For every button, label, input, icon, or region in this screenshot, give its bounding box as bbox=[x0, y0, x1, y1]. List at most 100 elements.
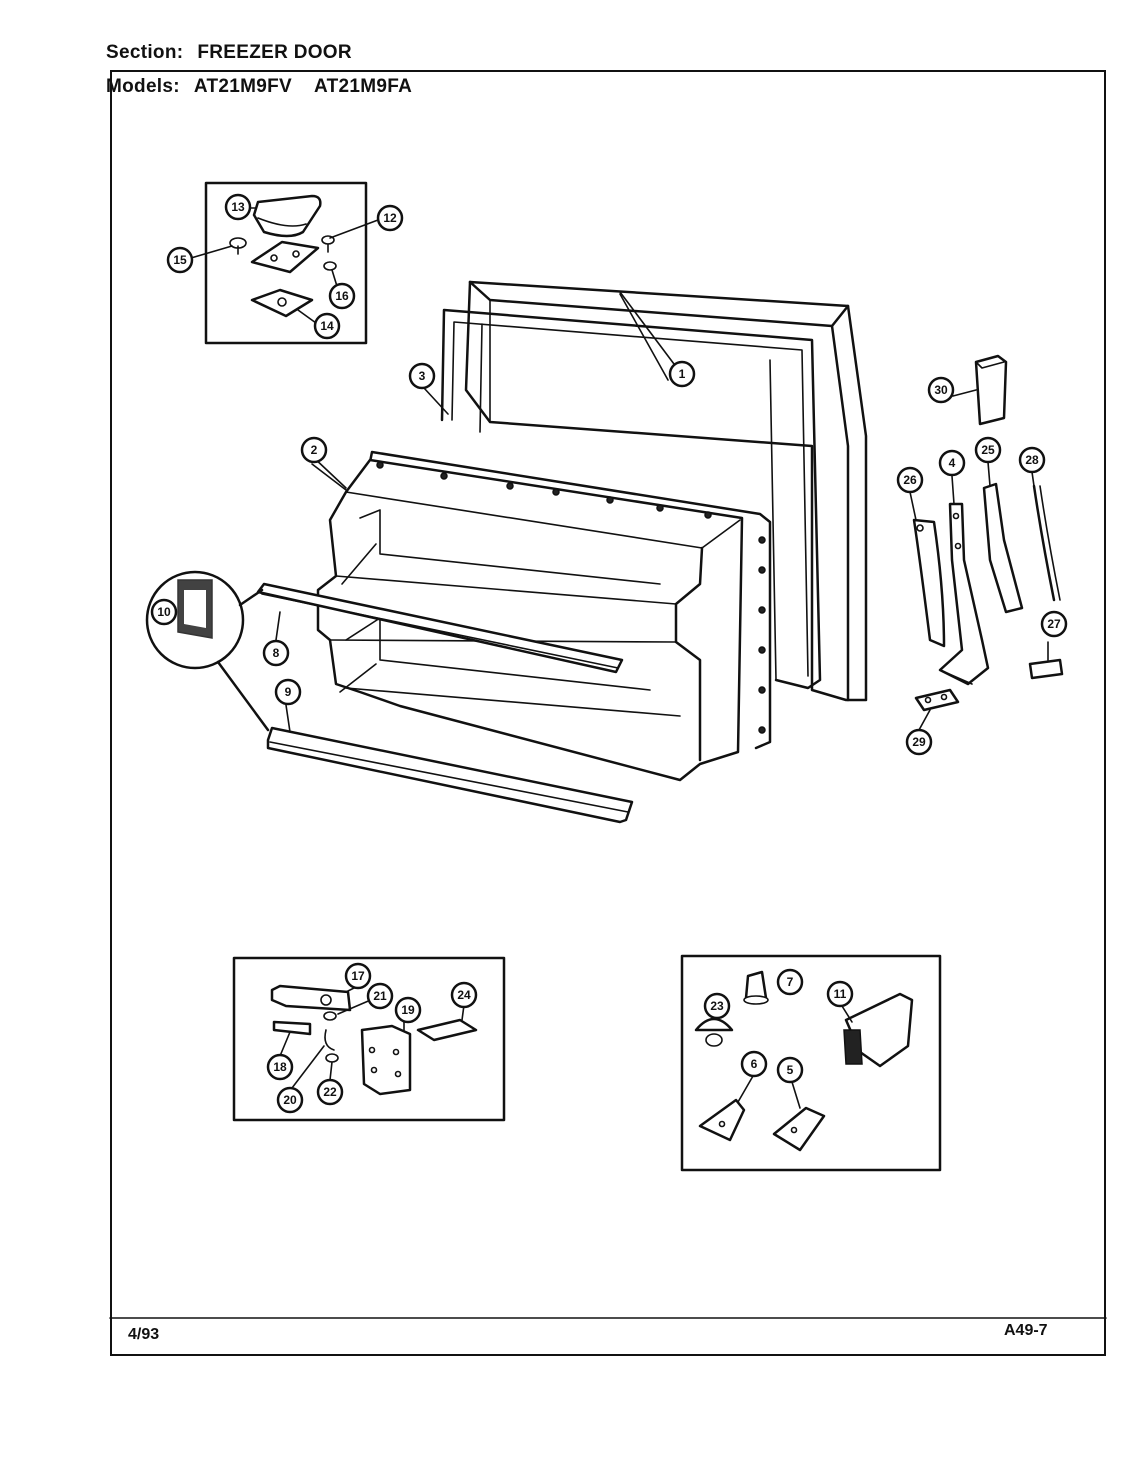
plug-part-7 bbox=[743, 970, 769, 1005]
callout-13: 13 bbox=[224, 193, 252, 221]
hinge-part-17 bbox=[270, 984, 352, 1012]
handle-trim-part-26 bbox=[912, 518, 946, 648]
callout-10: 10 bbox=[150, 598, 178, 626]
svg-text:10: 10 bbox=[157, 605, 171, 619]
screw-part-15 bbox=[229, 237, 247, 255]
hinge-shim-part-29 bbox=[914, 688, 960, 712]
callout-9: 9 bbox=[274, 678, 302, 706]
callout-24: 24 bbox=[450, 981, 478, 1009]
handle-insert-part-25 bbox=[982, 482, 1024, 614]
hinge-shim-part-18 bbox=[272, 1020, 312, 1036]
callout-7: 7 bbox=[776, 968, 804, 996]
outer-door-panel-part-1 bbox=[464, 280, 868, 702]
svg-text:20: 20 bbox=[283, 1093, 297, 1107]
models-heading: Models: AT21M9FV AT21M9FA bbox=[106, 76, 412, 98]
hinge-cover-part-13 bbox=[252, 194, 322, 238]
callout-23: 23 bbox=[703, 992, 731, 1020]
door-shelf-rail-part-9 bbox=[266, 726, 634, 824]
hinge-plate-lower-part-14 bbox=[250, 288, 314, 318]
callout-3: 3 bbox=[408, 362, 436, 390]
section-heading: Section: FREEZER DOOR bbox=[106, 42, 352, 64]
callout-1: 1 bbox=[668, 360, 696, 388]
callout-11: 11 bbox=[826, 980, 854, 1008]
footer-page-code: A49-7 bbox=[1004, 1322, 1048, 1339]
svg-text:5: 5 bbox=[787, 1063, 794, 1077]
hinge-plate-upper bbox=[250, 240, 320, 274]
inset-box-hinge-cover bbox=[204, 181, 368, 345]
detail-magnifier-part-10 bbox=[145, 570, 270, 732]
model-1: AT21M9FV bbox=[193, 76, 293, 97]
svg-text:9: 9 bbox=[285, 685, 292, 699]
svg-text:21: 21 bbox=[373, 989, 387, 1003]
callout-19: 19 bbox=[394, 996, 422, 1024]
end-cap-part-27 bbox=[1028, 641, 1064, 680]
svg-text:8: 8 bbox=[273, 646, 280, 660]
svg-text:23: 23 bbox=[710, 999, 724, 1013]
svg-text:18: 18 bbox=[273, 1060, 287, 1074]
svg-text:14: 14 bbox=[320, 319, 334, 333]
clip-part-6 bbox=[698, 1098, 746, 1142]
washer-part-21 bbox=[323, 1011, 337, 1021]
callout-21: 21 bbox=[366, 982, 394, 1010]
inset-box-hinge-hardware bbox=[232, 956, 506, 1122]
svg-text:27: 27 bbox=[1047, 617, 1061, 631]
callout-5: 5 bbox=[776, 1056, 804, 1084]
callout-20: 20 bbox=[276, 1086, 304, 1114]
svg-text:1: 1 bbox=[679, 367, 686, 381]
callout-6: 6 bbox=[740, 1050, 768, 1078]
models-label: Models: bbox=[106, 76, 180, 97]
callout-16: 16 bbox=[328, 282, 356, 310]
clip-part-5 bbox=[772, 1106, 826, 1152]
callout-29: 29 bbox=[905, 728, 933, 756]
handle-part-11 bbox=[843, 992, 914, 1068]
svg-text:4: 4 bbox=[949, 456, 956, 470]
callout-12: 12 bbox=[376, 204, 404, 232]
svg-text:13: 13 bbox=[231, 200, 245, 214]
hinge-plate-part-19 bbox=[360, 1024, 412, 1096]
handle-rod-part-28 bbox=[1032, 484, 1061, 602]
washer-part-22 bbox=[325, 1053, 339, 1063]
svg-text:25: 25 bbox=[981, 443, 995, 457]
door-gasket-part-3 bbox=[440, 308, 822, 690]
footer-date: 4/93 bbox=[128, 1326, 160, 1343]
callout-18: 18 bbox=[266, 1053, 294, 1081]
inset-box-fasteners bbox=[680, 954, 942, 1172]
svg-text:17: 17 bbox=[351, 969, 365, 983]
svg-text:15: 15 bbox=[173, 253, 187, 267]
svg-text:26: 26 bbox=[903, 473, 917, 487]
svg-text:6: 6 bbox=[751, 1057, 758, 1071]
door-shelf-bar-part-8 bbox=[256, 582, 624, 674]
svg-text:11: 11 bbox=[834, 987, 847, 1001]
inner-door-liner-part-2 bbox=[311, 450, 772, 782]
callout-4: 4 bbox=[938, 449, 966, 477]
callout-labels: 1 2 3 4 5 6 7 8 9 10 11 12 13 14 15 16 1… bbox=[150, 193, 1068, 1114]
hinge-shim-part-24 bbox=[416, 1018, 478, 1042]
svg-text:12: 12 bbox=[383, 211, 397, 225]
pin-part-12 bbox=[321, 235, 335, 253]
callout-22: 22 bbox=[316, 1078, 344, 1106]
model-2: AT21M9FA bbox=[314, 76, 413, 97]
callout-26: 26 bbox=[896, 466, 924, 494]
callout-14: 14 bbox=[313, 312, 341, 340]
callout-17: 17 bbox=[344, 962, 372, 990]
callout-28: 28 bbox=[1018, 446, 1046, 474]
svg-text:29: 29 bbox=[912, 735, 926, 749]
svg-text:28: 28 bbox=[1025, 453, 1039, 467]
svg-text:22: 22 bbox=[323, 1085, 337, 1099]
section-label: Section: bbox=[106, 42, 184, 63]
svg-text:7: 7 bbox=[787, 975, 794, 989]
callout-15: 15 bbox=[166, 246, 194, 274]
svg-text:19: 19 bbox=[401, 1003, 415, 1017]
svg-text:2: 2 bbox=[311, 443, 318, 457]
button-part-23 bbox=[694, 1017, 734, 1047]
callout-27: 27 bbox=[1040, 610, 1068, 638]
section-value: FREEZER DOOR bbox=[197, 42, 352, 63]
svg-text:30: 30 bbox=[934, 383, 948, 397]
svg-text:16: 16 bbox=[335, 289, 349, 303]
callout-30: 30 bbox=[927, 376, 955, 404]
svg-text:3: 3 bbox=[419, 369, 426, 383]
callout-25: 25 bbox=[974, 436, 1002, 464]
spring-part-20 bbox=[324, 1029, 335, 1051]
diagram-frame bbox=[110, 70, 1106, 1356]
